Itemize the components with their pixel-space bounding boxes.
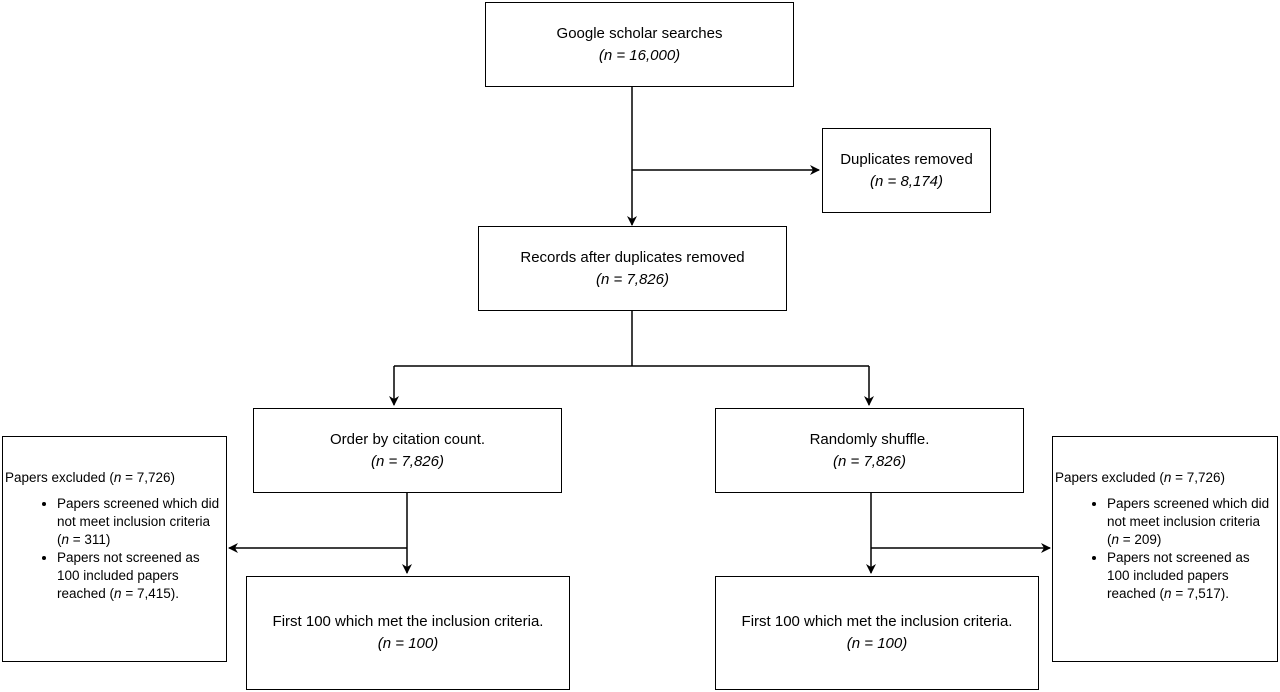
box-label: First 100 which met the inclusion criter… [272,613,544,630]
excluded-item-not-screened: Papers not screened as 100 included pape… [57,549,222,603]
papers-excluded-left-box: Papers excluded (n = 7,726) Papers scree… [2,436,227,662]
excluded-list: Papers screened which did not meet inclu… [3,495,226,603]
records-after-duplicates-box: Records after duplicates removed (n = 7,… [478,226,787,311]
box-count: (n = 7,826) [596,270,669,288]
duplicates-removed-box: Duplicates removed (n = 8,174) [822,128,991,213]
order-by-citation-box: Order by citation count. (n = 7,826) [253,408,562,493]
excluded-item-screened: Papers screened which did not meet inclu… [1107,495,1273,549]
box-count: (n = 8,174) [870,172,943,190]
first-100-left-box: First 100 which met the inclusion criter… [246,576,570,690]
box-count: (n = 100) [846,635,908,652]
excluded-heading: Papers excluded (n = 7,726) [1055,470,1225,485]
box-label: Randomly shuffle. [809,430,930,448]
box-label: First 100 which met the inclusion criter… [741,613,1013,630]
excluded-item-screened: Papers screened which did not meet inclu… [57,495,222,549]
first-100-right-box: First 100 which met the inclusion criter… [715,576,1039,690]
excluded-list: Papers screened which did not meet inclu… [1053,495,1277,603]
excluded-heading: Papers excluded (n = 7,726) [5,470,175,485]
box-count: (n = 16,000) [598,46,681,64]
box-label: Duplicates removed [840,150,973,168]
box-count: (n = 7,826) [833,452,906,470]
papers-excluded-right-box: Papers excluded (n = 7,726) Papers scree… [1052,436,1278,662]
box-label: Order by citation count. [329,430,486,448]
randomly-shuffle-box: Randomly shuffle. (n = 7,826) [715,408,1024,493]
excluded-item-not-screened: Papers not screened as 100 included pape… [1107,549,1273,603]
box-label: Records after duplicates removed [520,248,745,266]
box-count: (n = 100) [377,635,439,652]
box-count: (n = 7,826) [371,452,444,470]
google-scholar-searches-box: Google scholar searches (n = 16,000) [485,2,794,87]
box-label: Google scholar searches [556,24,723,42]
